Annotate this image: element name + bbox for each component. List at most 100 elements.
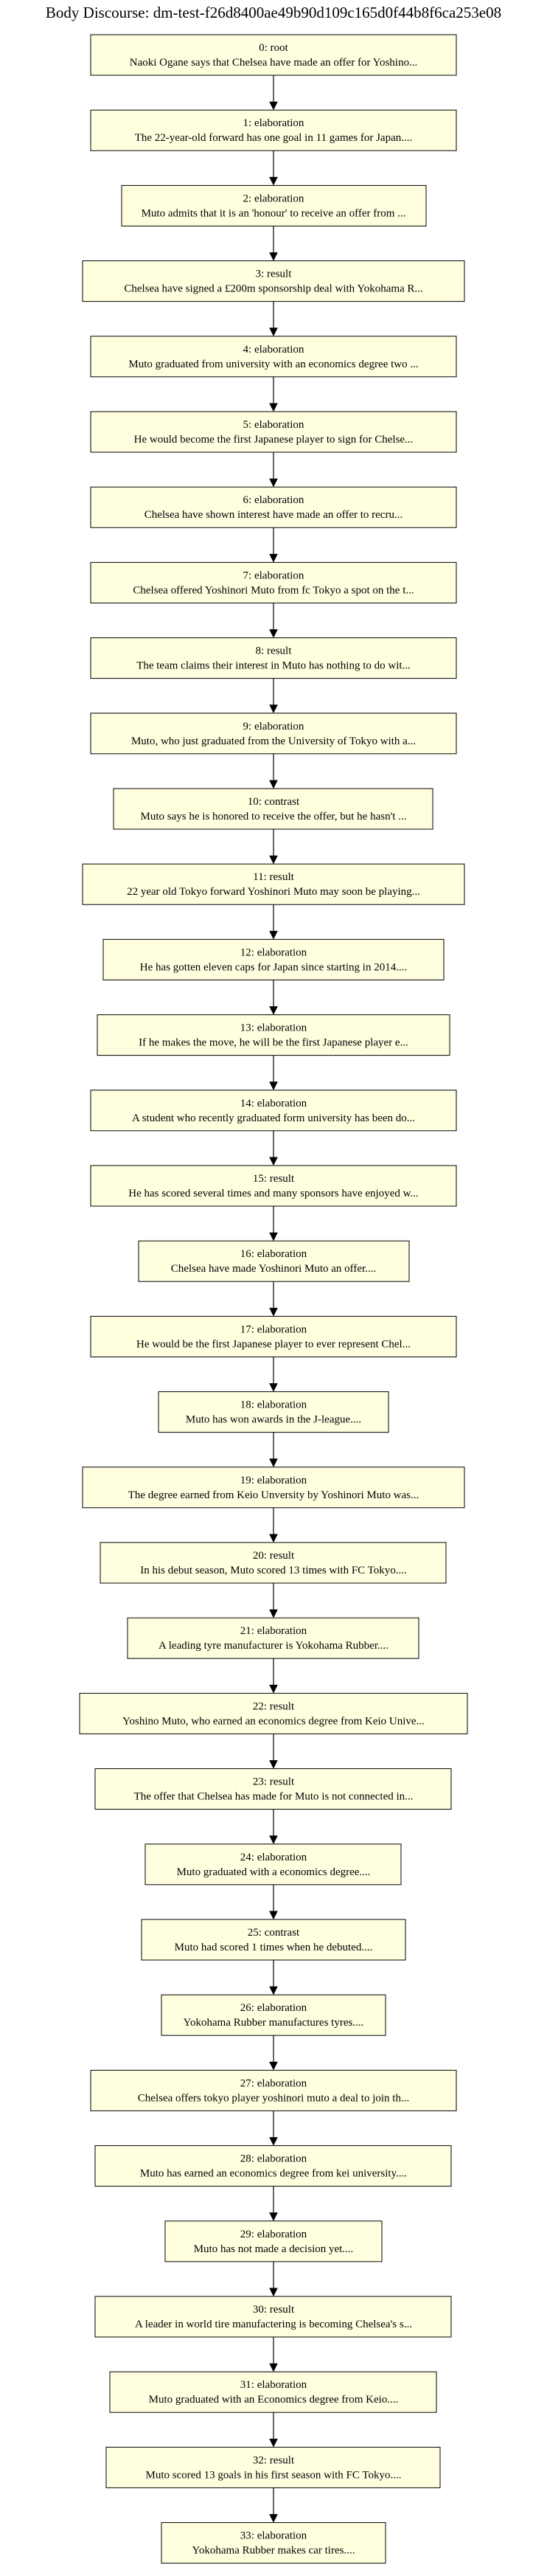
edge-13-to-14 [269,1055,278,1090]
edge-0-to-1 [269,75,278,111]
arrowhead [269,553,278,563]
node-summary-text: He would become the first Japanese playe… [134,434,414,446]
node-summary-text: Muto had scored 1 times when he debuted.… [175,1942,373,1953]
arrowhead [269,1307,278,1317]
node-box [105,2446,441,2488]
node-summary-text: A student who recently graduated form un… [132,1112,415,1124]
node-summary-text: The team claims their interest in Muto h… [136,660,411,672]
node-relation-label: 12: elaboration [240,946,307,958]
node-relation-label: 23: result [253,1776,295,1788]
node-summary-text: Yoshino Muto, who earned an economics de… [122,1715,425,1727]
arrowhead [269,1458,278,1467]
edge-15-to-16 [269,1206,278,1242]
node-summary-text: A leader in world tire manufactering is … [135,2319,412,2330]
node-summary-text: If he makes the move, he will be the fir… [139,1037,408,1049]
edge-11-to-12 [269,904,278,940]
node-summary-text: Chelsea have signed a £200m sponsorship … [124,283,422,295]
arrowhead [269,1684,278,1694]
node-summary-text: Chelsea have shown interest have made an… [144,509,403,521]
node-summary-text: Yokohama Rubber makes car tires.... [192,2545,355,2557]
node-relation-label: 16: elaboration [240,1248,307,1260]
arrowhead [269,101,278,111]
node-relation-label: 32: result [253,2454,295,2466]
edge-2-to-3 [269,226,278,261]
node-summary-text: 22 year old Tokyo forward Yoshinori Muto… [127,886,420,898]
edge-12-to-13 [269,980,278,1015]
edge-16-to-17 [269,1281,278,1317]
arrowhead [269,2061,278,2071]
edge-7-to-8 [269,603,278,638]
edge-5-to-6 [269,452,278,488]
edge-14-to-15 [269,1130,278,1166]
arrowhead [269,328,278,336]
node-relation-label: 15: result [253,1173,295,1185]
edge-29-to-30 [269,2261,278,2297]
node-5[interactable]: 5: elaboration He would become the first … [90,411,457,453]
node-summary-text: Muto admits that it is an 'honour' to re… [142,207,406,219]
arrowhead [269,403,278,412]
node-summary-text: Muto has won awards in the J-league.... [186,1414,361,1426]
arrowhead [269,176,278,186]
arrowhead [269,1081,278,1090]
node-box [82,1467,465,1509]
node-relation-label: 27: elaboration [240,2077,307,2089]
node-relation-label: 9: elaboration [243,721,304,733]
arrowhead [269,2288,278,2297]
arrowhead [269,704,278,713]
node-box [90,637,457,679]
edge-21-to-22 [269,1658,278,1694]
node-summary-text: Chelsea offered Yoshinori Muto from fc T… [133,584,414,596]
arrowhead [269,780,278,789]
arrowhead [269,1835,278,1844]
arrowhead [269,252,278,261]
arrowhead [269,1760,278,1769]
edge-22-to-23 [269,1734,278,1769]
node-box [94,2145,452,2187]
node-summary-text: Muto, who just graduated from the Univer… [131,735,416,747]
node-box [138,1240,410,1282]
node-relation-label: 18: elaboration [240,1399,307,1411]
node-box [82,863,465,905]
node-relation-label: 5: elaboration [243,419,304,431]
arrowhead [269,2212,278,2221]
arrowhead [269,478,278,488]
node-summary-text: Chelsea offers tokyo player yoshinori mu… [138,2092,409,2104]
node-box [90,109,457,151]
node-relation-label: 21: elaboration [240,1625,307,1637]
edge-30-to-31 [269,2337,278,2372]
node-box [79,1692,468,1734]
